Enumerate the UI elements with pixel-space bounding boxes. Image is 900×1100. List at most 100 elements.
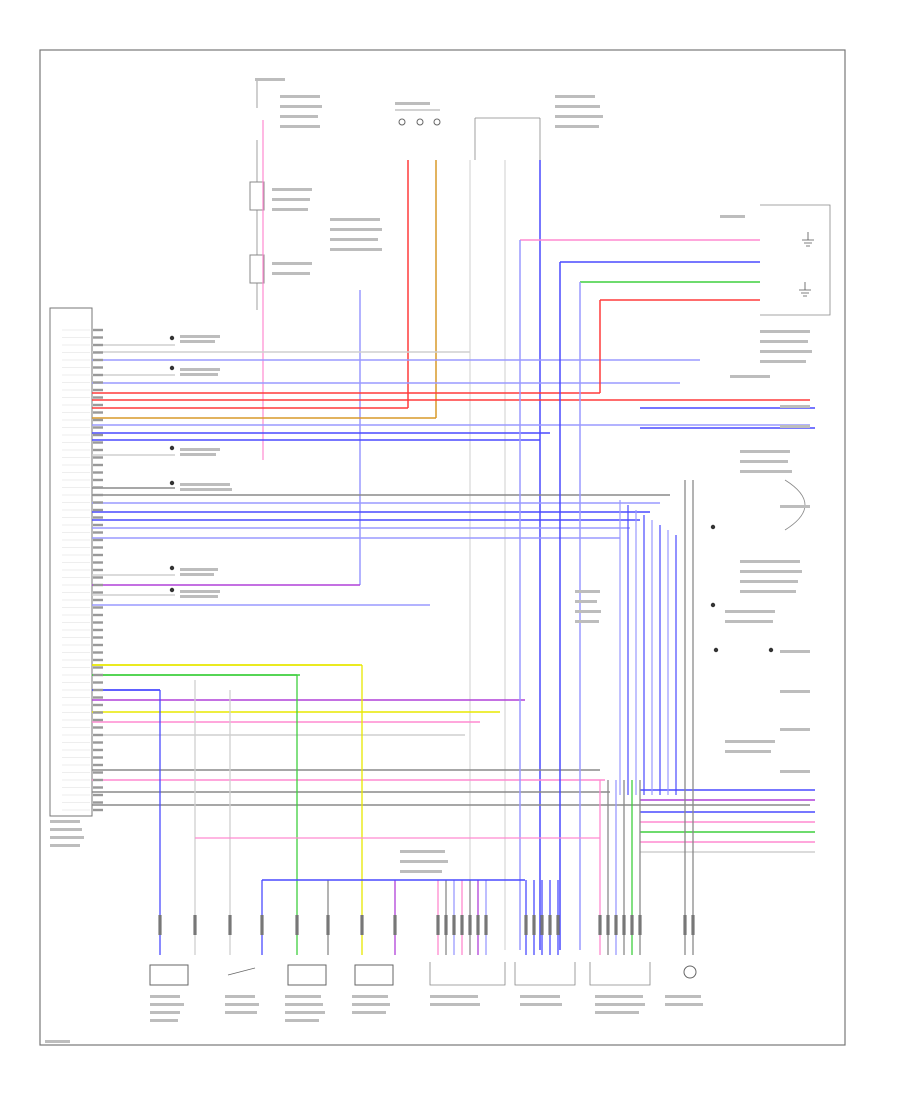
unreadable-label-71 <box>180 335 220 338</box>
pin-label-tick <box>93 403 103 407</box>
pin-label-tick <box>93 636 103 639</box>
pin-label-tick <box>93 441 103 444</box>
pin-label-tick <box>93 591 103 594</box>
pin-label-tick <box>93 733 103 737</box>
pin-label-tick <box>93 651 103 654</box>
unreadable-label-55 <box>352 995 388 998</box>
speed-sensor-icon <box>683 965 697 979</box>
unreadable-label-90 <box>45 1040 70 1043</box>
unreadable-label-9 <box>272 262 312 265</box>
splice-dot <box>169 565 175 571</box>
pin-label-tick <box>93 621 103 624</box>
pin-label-tick <box>93 381 103 384</box>
unreadable-label-61 <box>520 1003 562 1006</box>
pin-label-tick <box>93 508 103 512</box>
connector-pin-9 <box>436 915 440 935</box>
unreadable-label-89 <box>780 770 810 773</box>
pin-label-tick <box>93 658 103 662</box>
unreadable-label-79 <box>180 568 218 571</box>
connector-pin-24 <box>622 915 626 935</box>
pin-label-tick <box>93 748 103 752</box>
splice-dot <box>713 647 719 653</box>
pin-label-tick <box>93 606 103 609</box>
connector-pin-21 <box>598 915 602 935</box>
unreadable-label-27 <box>740 460 788 463</box>
connector-pin-13 <box>468 915 472 935</box>
unreadable-label-47 <box>150 1019 178 1022</box>
unreadable-label-46 <box>150 1011 180 1014</box>
sensor-box-1 <box>149 964 189 986</box>
connector-pin-15 <box>484 915 488 935</box>
splice-dot <box>169 587 175 593</box>
connector-pin-22 <box>606 915 610 935</box>
connector-pin-3 <box>228 915 232 935</box>
unreadable-label-73 <box>180 368 220 371</box>
splice-dot <box>710 524 716 530</box>
unreadable-label-32 <box>740 590 796 593</box>
connector-pin-10 <box>444 915 448 935</box>
unreadable-label-72 <box>180 340 215 343</box>
unreadable-label-75 <box>180 448 220 451</box>
ground-icon <box>802 232 814 247</box>
unreadable-label-30 <box>740 570 802 573</box>
relay-component-1 <box>249 181 265 211</box>
pin-label-tick <box>93 471 103 474</box>
connector-pin-23 <box>614 915 618 935</box>
pin-label-tick <box>93 808 103 812</box>
unreadable-label-56 <box>352 1003 390 1006</box>
relay-component-2 <box>249 254 265 284</box>
engine-control-module-box <box>49 307 93 817</box>
unreadable-label-76 <box>180 453 216 456</box>
unreadable-label-40 <box>575 620 599 623</box>
connector-pin-11 <box>452 915 456 935</box>
pin-label-tick <box>93 448 103 452</box>
pin-label-tick <box>93 583 103 587</box>
unreadable-label-13 <box>330 238 378 241</box>
connector-pin-18 <box>540 915 544 935</box>
connector-bracket-3 <box>589 962 651 986</box>
unreadable-label-52 <box>285 1003 323 1006</box>
unreadable-label-59 <box>430 1003 480 1006</box>
connector-pin-7 <box>360 915 364 935</box>
pin-label-tick <box>93 643 103 647</box>
ignition-switch <box>395 109 441 126</box>
pin-label-tick <box>93 576 103 579</box>
connector-pin-4 <box>260 915 264 935</box>
unreadable-label-44 <box>150 995 180 998</box>
sensor-box-3 <box>354 964 394 986</box>
pin-label-tick <box>93 373 103 377</box>
unreadable-label-51 <box>285 995 321 998</box>
top-fuse-relay-chain <box>249 80 265 310</box>
unreadable-label-74 <box>180 373 218 376</box>
unreadable-label-63 <box>595 1003 645 1006</box>
unreadable-label-82 <box>180 595 218 598</box>
splice-dot <box>169 480 175 486</box>
connector-pin-12 <box>460 915 464 935</box>
unreadable-label-65 <box>665 995 701 998</box>
pin-label-tick <box>93 718 103 722</box>
labels <box>45 78 814 1043</box>
unreadable-label-38 <box>575 600 597 603</box>
pin-label-tick <box>93 801 103 804</box>
unreadable-label-69 <box>50 836 84 839</box>
unreadable-label-39 <box>575 610 601 613</box>
pin-label-tick <box>93 703 103 707</box>
unreadable-label-42 <box>400 860 448 863</box>
connector-pin-20 <box>556 915 560 935</box>
pin-label-tick <box>93 756 103 759</box>
ground-icon <box>799 282 811 297</box>
pin-label-tick <box>93 366 103 369</box>
pin-label-tick <box>93 328 103 332</box>
pin-label-tick <box>93 478 103 482</box>
pin-label-tick <box>93 388 103 392</box>
unreadable-label-80 <box>180 573 214 576</box>
pin-label-tick <box>93 673 103 677</box>
unreadable-label-81 <box>180 590 220 593</box>
unreadable-label-21 <box>760 330 810 333</box>
unreadable-label-57 <box>352 1011 386 1014</box>
pin-label-tick <box>93 358 103 362</box>
pin-label-tick <box>93 771 103 774</box>
connector-pin-19 <box>548 915 552 935</box>
connector-pin-5 <box>295 915 299 935</box>
unreadable-label-34 <box>725 620 773 623</box>
